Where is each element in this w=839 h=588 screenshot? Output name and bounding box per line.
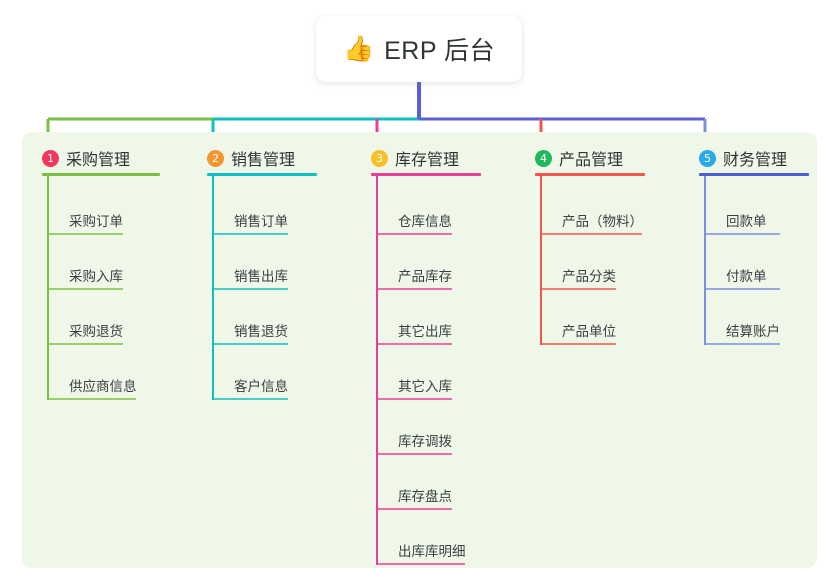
leaf-label: 产品（物料） xyxy=(562,214,643,229)
leaf-label: 销售退货 xyxy=(234,324,288,339)
column-badge-1: 1 xyxy=(42,149,59,167)
leaf-underline xyxy=(376,398,452,400)
column-underline-2 xyxy=(207,173,317,176)
leaf-underline xyxy=(704,288,780,290)
leaf-underline xyxy=(704,343,780,345)
leaf-underline xyxy=(540,288,616,290)
leaf-underline xyxy=(212,398,288,400)
leaf-underline xyxy=(376,453,452,455)
mindmap-panel: 1 采购管理采购订单采购入库采购退货供应商信息 2 销售管理销售订单销售出库销售退货客… xyxy=(22,132,817,568)
leaf-label: 仓库信息 xyxy=(398,214,452,229)
leaf-underline xyxy=(47,343,123,345)
column-header-3[interactable]: 3 库存管理 xyxy=(371,146,459,170)
column-title-5: 财务管理 xyxy=(723,152,788,169)
leaf-label: 采购入库 xyxy=(69,269,123,284)
leaf-label: 回款单 xyxy=(726,214,767,229)
leaf-label: 其它入库 xyxy=(398,379,452,394)
leaf-underline xyxy=(376,563,465,565)
leaf-label: 付款单 xyxy=(726,269,767,284)
leaf-label: 库存调拨 xyxy=(398,434,452,449)
column-header-1[interactable]: 1 采购管理 xyxy=(42,146,130,170)
leaf-label: 供应商信息 xyxy=(69,379,137,394)
column-spine-5 xyxy=(704,176,706,345)
leaf-underline xyxy=(212,343,288,345)
leaf-underline xyxy=(376,508,452,510)
leaf-label: 销售出库 xyxy=(234,269,288,284)
leaf-underline xyxy=(704,233,780,235)
column-underline-4 xyxy=(535,173,645,176)
leaf-label: 客户信息 xyxy=(234,379,288,394)
leaf-underline xyxy=(376,233,452,235)
leaf-label: 其它出库 xyxy=(398,324,452,339)
column-header-4[interactable]: 4 产品管理 xyxy=(535,146,623,170)
leaf-underline xyxy=(540,343,616,345)
root-node-card[interactable]: 👍 ERP 后台 xyxy=(316,16,522,82)
root-node-title: ERP 后台 xyxy=(384,37,496,65)
leaf-underline xyxy=(212,288,288,290)
column-spine-3 xyxy=(376,176,378,565)
column-badge-2: 2 xyxy=(207,149,224,167)
leaf-label: 采购订单 xyxy=(69,214,123,229)
leaf-label: 结算账户 xyxy=(726,324,780,339)
column-title-2: 销售管理 xyxy=(231,152,296,169)
column-badge-3: 3 xyxy=(371,149,388,167)
column-badge-5: 5 xyxy=(699,149,716,167)
leaf-label: 产品库存 xyxy=(398,269,452,284)
leaf-underline xyxy=(540,233,642,235)
leaf-underline xyxy=(376,343,452,345)
leaf-label: 出库库明细 xyxy=(398,544,466,559)
column-title-1: 采购管理 xyxy=(66,152,131,169)
column-title-3: 库存管理 xyxy=(395,152,460,169)
column-spine-4 xyxy=(540,176,542,345)
column-badge-4: 4 xyxy=(535,149,552,167)
leaf-label: 库存盘点 xyxy=(398,489,452,504)
leaf-label: 采购退货 xyxy=(69,324,123,339)
leaf-label: 产品单位 xyxy=(562,324,616,339)
leaf-underline xyxy=(212,233,288,235)
column-title-4: 产品管理 xyxy=(559,152,624,169)
leaf-underline xyxy=(376,288,452,290)
leaf-underline xyxy=(47,233,123,235)
leaf-underline xyxy=(47,398,136,400)
column-underline-1 xyxy=(42,173,160,176)
column-header-2[interactable]: 2 销售管理 xyxy=(207,146,295,170)
column-underline-3 xyxy=(371,173,481,176)
column-underline-5 xyxy=(699,173,809,176)
leaf-underline xyxy=(47,288,123,290)
thumbs-up-icon: 👍 xyxy=(342,34,375,63)
leaf-label: 产品分类 xyxy=(562,269,616,284)
leaf-label: 销售订单 xyxy=(234,214,288,229)
column-header-5[interactable]: 5 财务管理 xyxy=(699,146,787,170)
